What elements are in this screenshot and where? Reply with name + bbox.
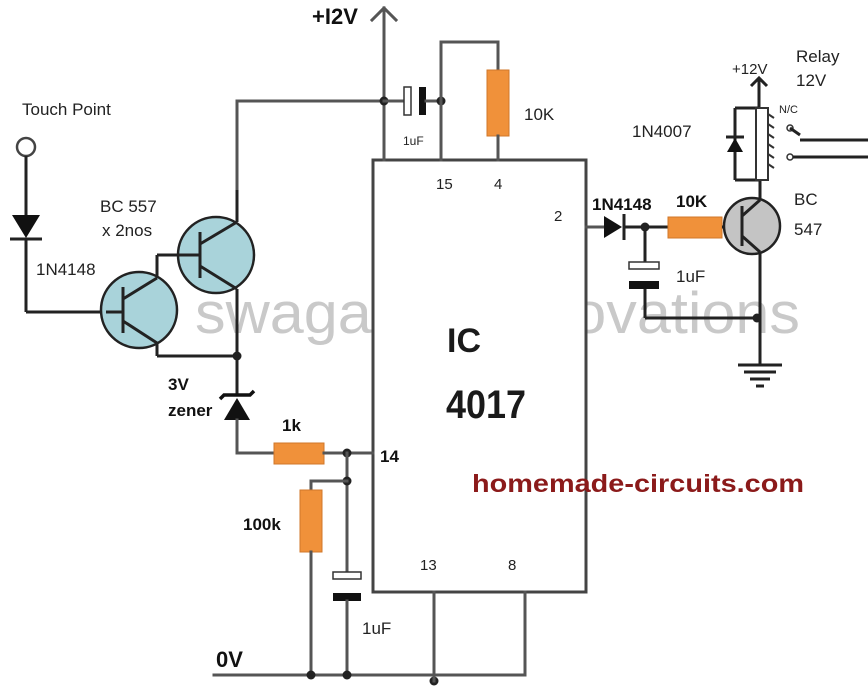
relay-diode-body bbox=[727, 138, 743, 152]
relay-label-1: Relay bbox=[796, 47, 840, 66]
resistor-100k bbox=[299, 489, 323, 553]
diode-input-label: 1N4148 bbox=[36, 260, 96, 279]
vcc-label: +I2V bbox=[312, 4, 358, 29]
resistor-1k-label: 1k bbox=[282, 416, 301, 435]
diode-input-body bbox=[12, 215, 40, 238]
transistor-q1-emitter bbox=[122, 276, 158, 301]
capacitor-top-plate-open bbox=[403, 86, 412, 116]
resistor-base-10k-label: 10K bbox=[676, 192, 708, 211]
ic-pin-15: 15 bbox=[436, 176, 453, 193]
transistor-q2-emitter bbox=[199, 220, 238, 246]
diode-out-label: 1N4148 bbox=[592, 195, 652, 214]
transistor-q3-label-2: 547 bbox=[794, 220, 822, 239]
ic-label-2: 4017 bbox=[446, 383, 526, 427]
transistor-q3-label-1: BC bbox=[794, 190, 818, 209]
touch-point-terminal bbox=[15, 136, 37, 158]
ic-pin-8: 8 bbox=[508, 557, 516, 574]
resistor-1k bbox=[273, 442, 325, 465]
transistor-q1-body bbox=[99, 270, 179, 350]
ic-label-1: IC bbox=[447, 322, 481, 360]
relay-contact-arm bbox=[789, 126, 801, 137]
relay-nc-label: N/C bbox=[779, 104, 798, 116]
relay-contact-no bbox=[786, 153, 794, 161]
zener-label-2: zener bbox=[168, 401, 213, 420]
zener-label-1: 3V bbox=[168, 375, 189, 394]
transistor-q1-collector bbox=[122, 319, 158, 345]
ic-pin-4: 4 bbox=[494, 176, 502, 193]
diode-out-body bbox=[604, 216, 622, 238]
ic-pin-13: 13 bbox=[420, 557, 437, 574]
junction-q3-emitter bbox=[752, 313, 762, 323]
transistor-q3-collector bbox=[741, 198, 761, 218]
relay-coil bbox=[755, 107, 769, 181]
relay-coil-windings bbox=[767, 113, 775, 169]
relay-label-2: 12V bbox=[796, 71, 827, 90]
relay-diode-label: 1N4007 bbox=[632, 122, 692, 141]
capacitor-bottom-label: 1uF bbox=[362, 619, 391, 638]
transistor-pair-label-1: BC 557 bbox=[100, 197, 157, 216]
capacitor-top-plate-solid bbox=[419, 87, 426, 115]
ic-pin-2: 2 bbox=[554, 208, 562, 225]
junction-gnd-1 bbox=[306, 670, 316, 680]
transistor-q2-collector bbox=[199, 264, 238, 291]
capacitor-out-label: 1uF bbox=[676, 267, 705, 286]
resistor-100k-label: 100k bbox=[243, 515, 281, 534]
capacitor-bottom-plate-open bbox=[332, 571, 362, 580]
junction-gnd-2 bbox=[342, 670, 352, 680]
transistor-q3-body bbox=[722, 196, 782, 256]
resistor-top-10k-label: 10K bbox=[524, 105, 555, 124]
transistor-pair-label-2: x 2nos bbox=[102, 221, 152, 240]
zener-bar bbox=[218, 389, 256, 401]
watermark-site: homemade-circuits.com bbox=[472, 470, 804, 498]
touch-point-label: Touch Point bbox=[22, 100, 111, 119]
capacitor-top-label: 1uF bbox=[403, 134, 424, 148]
ic-4017-body bbox=[371, 158, 588, 594]
capacitor-bottom-plate-solid bbox=[333, 593, 361, 601]
transistor-q3-emitter bbox=[741, 234, 761, 254]
capacitor-out-plate-open bbox=[628, 261, 660, 270]
zener-body bbox=[224, 398, 250, 420]
relay-vcc-label: +12V bbox=[732, 61, 767, 78]
resistor-base-10k bbox=[667, 216, 723, 239]
gnd-label: 0V bbox=[216, 647, 243, 672]
ic-pin-14: 14 bbox=[380, 447, 399, 466]
capacitor-out-plate-solid bbox=[629, 281, 659, 289]
resistor-top-10k bbox=[486, 69, 510, 137]
